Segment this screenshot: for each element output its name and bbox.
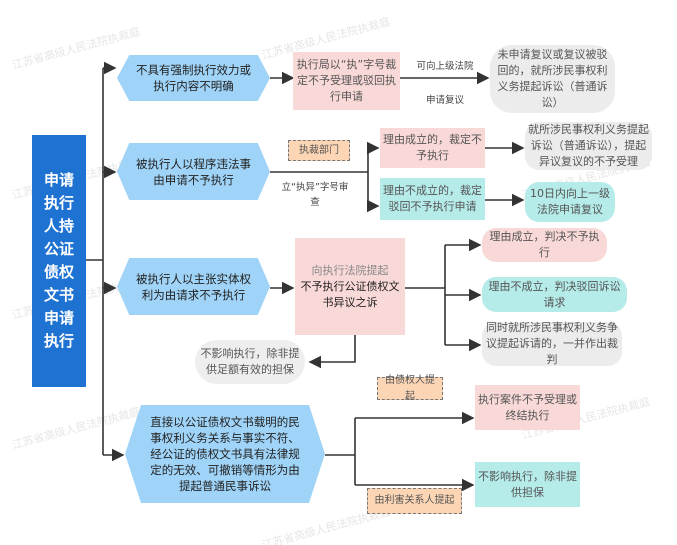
suit-line2: 不予执行公证债权文书异议之诉 bbox=[300, 279, 400, 309]
objection-suit: 向执行法院提起 不予执行公证债权文书异议之诉 bbox=[295, 238, 405, 335]
result-terminate: 执行案件不予受理或终结执行 bbox=[475, 385, 580, 430]
ruling-no-enforce: 理由成立的，裁定不予执行 bbox=[380, 128, 485, 168]
cause-substantive-right: 被执行人以主张实体权利为由请求不予执行 bbox=[117, 258, 270, 315]
note-cloud: 不影响执行，除非提供足额有效的担保 bbox=[195, 340, 305, 384]
result-civil-suit: 未申请复议或复议被驳回的，就所涉民事权利义务提起诉讼（普通诉讼） bbox=[490, 45, 615, 113]
result-suit-no-objection: 就所涉民事权利义务提起诉讼（普通诉讼），提起异议复议的不予受理 bbox=[525, 122, 652, 170]
dept-tag: 执裁部门 bbox=[288, 140, 350, 161]
judgment-combined: 同时就所涉民事权利义务争议提起诉请的，一并作出裁判 bbox=[482, 321, 622, 366]
cause-civil-lawsuit: 直接以公证债权文书载明的民事权利义务关系与事实不符、经公证的债权文书具有法律规定… bbox=[125, 405, 325, 503]
result-reconsideration: 10日内向上一级法院申请复议 bbox=[525, 182, 615, 222]
cause-no-enforceability: 不具有强制执行效力或执行内容不明确 bbox=[117, 55, 270, 101]
suit-line1: 向执行法院提起 bbox=[311, 263, 389, 277]
result-no-effect: 不影响执行，除非提供担保 bbox=[475, 462, 580, 507]
ruling-reject-application: 理由不成立的，裁定驳回不予执行申请 bbox=[380, 178, 485, 220]
edge-label-bottom: 申请复议 bbox=[425, 95, 464, 106]
cause-procedural-violation: 被执行人以程序违法事由申请不予执行 bbox=[117, 143, 270, 200]
interested-party-tag: 由利害关系人提起 bbox=[367, 488, 462, 514]
judgment-reject-claim: 理由不成立，判决驳回诉讼请求 bbox=[482, 277, 627, 312]
edge-label-review: 立“执异”字号审查 bbox=[281, 182, 349, 208]
main-node: 申请执行人持公证债权文书申请执行 bbox=[32, 135, 86, 387]
ruling-reject: 执行局以“执”字号裁定不予受理或驳回执行申请 bbox=[293, 52, 400, 110]
edge-label-top: 可向上级法院 bbox=[416, 61, 474, 72]
judgment-no-enforce: 理由成立，判决不予执行 bbox=[482, 228, 607, 262]
creditor-tag: 由债权人提起 bbox=[377, 375, 443, 402]
